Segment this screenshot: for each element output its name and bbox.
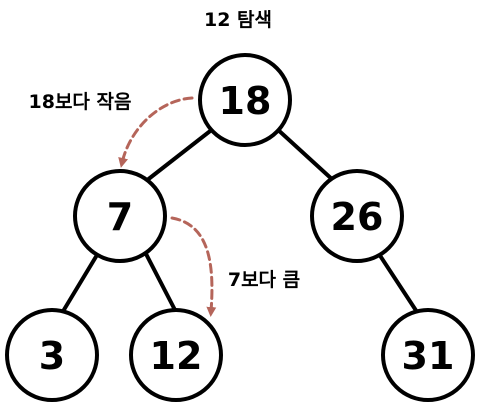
node-label: 12 (150, 334, 203, 378)
node-label: 31 (402, 334, 455, 378)
tree-node-18: 18 (198, 53, 292, 147)
node-circle (198, 53, 292, 147)
search-step-label-1: 18보다 작음 (29, 91, 132, 113)
search-step-arrow-2 (170, 216, 217, 317)
node-label: 18 (219, 79, 272, 123)
node-label: 3 (39, 334, 65, 378)
edge-7-3 (60, 248, 102, 315)
node-label: 7 (107, 195, 133, 239)
node-circle (129, 308, 223, 402)
search-path: 18보다 작음 7보다 큼 (29, 91, 300, 317)
tree-node-12: 12 (129, 308, 223, 402)
node-circle (381, 308, 475, 402)
edge-26-31 (375, 249, 419, 314)
edge-18-26 (274, 126, 336, 183)
node-circle (310, 169, 404, 263)
diagram-title: 12 탐색 (204, 9, 272, 31)
node-label: 26 (331, 195, 384, 239)
search-step-arrow-1 (118, 96, 194, 168)
tree-node-31: 31 (381, 308, 475, 402)
node-circle (5, 308, 99, 402)
tree-node-3: 3 (5, 308, 99, 402)
tree-node-7: 7 (73, 169, 167, 263)
node-circle (73, 169, 167, 263)
search-step-label-2: 7보다 큼 (228, 269, 300, 291)
edge-7-12 (142, 248, 177, 312)
tree-node-26: 26 (310, 169, 404, 263)
edge-18-7 (144, 126, 216, 183)
tree-edges (60, 126, 419, 315)
